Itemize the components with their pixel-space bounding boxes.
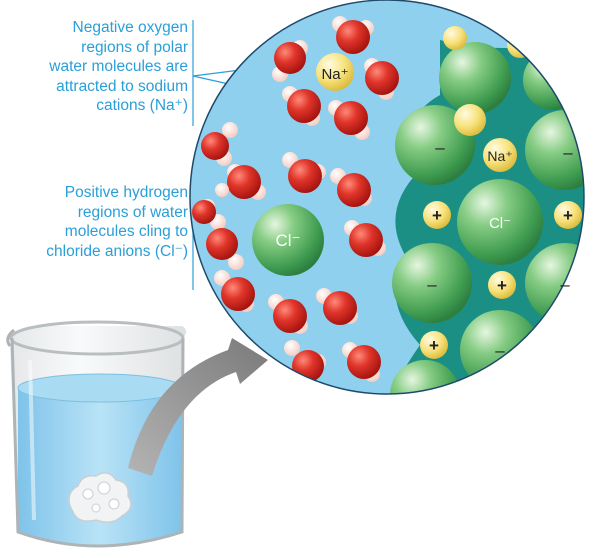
label-minus: – (560, 275, 570, 294)
label-plus: + (497, 276, 507, 295)
label-plus: + (432, 206, 442, 225)
callout-line: Positive hydrogen (64, 184, 188, 201)
crystal-lattice (380, 26, 584, 394)
label-minus: – (435, 138, 445, 157)
beaker (6, 320, 186, 548)
callout-line: regions of water (77, 203, 188, 221)
callout-line: water molecules are (49, 58, 188, 75)
label-minus: – (495, 341, 505, 360)
label-plus: + (563, 206, 573, 225)
ion-labels: Na⁺ Cl⁻ Na⁺ Cl⁻ + + + + – – – – – (275, 66, 573, 360)
water-molecule (344, 220, 386, 257)
callout-line: cations (Na⁺) (96, 97, 188, 114)
water-molecule (316, 288, 358, 325)
sodium-ion (554, 201, 582, 229)
water-molecule (328, 100, 370, 140)
water-molecule (192, 183, 229, 224)
chloride-ion (457, 179, 543, 265)
water-molecule (268, 294, 308, 334)
chloride-ion (392, 243, 472, 323)
water-molecules (192, 16, 399, 382)
label-plus: + (429, 336, 439, 355)
callout-line: Negative oxygen (72, 19, 188, 36)
sodium-ion (507, 32, 533, 58)
water-molecule (201, 122, 238, 166)
water-molecule (227, 164, 266, 200)
label-sodium-free: Na⁺ (321, 66, 348, 83)
sodium-ion (483, 138, 517, 172)
magnified-view (189, 0, 585, 395)
magnify-arrow (128, 338, 268, 476)
chloride-ion (525, 110, 584, 190)
chloride-ion (390, 360, 460, 394)
water-molecule (282, 86, 321, 126)
water-molecule (214, 270, 255, 312)
label-minus: – (427, 275, 437, 294)
sodium-ion (443, 26, 467, 50)
water-molecule (364, 58, 399, 100)
water-molecule (342, 342, 381, 382)
water-molecule (272, 40, 308, 82)
callout-line: molecules cling to (64, 223, 188, 240)
chloride-ion (439, 42, 511, 114)
label-chloride-free: Cl⁻ (275, 231, 300, 250)
label-chloride-lattice: Cl⁻ (489, 215, 511, 232)
callout-line: chloride anions (Cl⁻) (46, 242, 188, 260)
label-sodium-lattice: Na⁺ (487, 148, 512, 164)
callout-line: attracted to sodium (56, 77, 188, 95)
beaker-water (18, 388, 182, 546)
beaker-spout (6, 328, 15, 347)
callout-hydrogen-text: Positive hydrogen regions of water molec… (46, 183, 188, 261)
salt-crystal (68, 472, 132, 523)
sodium-ion (454, 104, 486, 136)
magnifier-outline (189, 0, 585, 395)
chloride-ion (523, 50, 583, 110)
callout-line: regions of polar (81, 38, 188, 56)
free-chloride-ion (252, 204, 324, 276)
sodium-ion (420, 331, 448, 359)
free-sodium-ion (316, 53, 354, 91)
callout-oxygen-text: Negative oxygen regions of polar water m… (49, 18, 188, 116)
label-minus: – (563, 143, 573, 162)
sodium-ion (488, 271, 516, 299)
sodium-ion (423, 201, 451, 229)
water-molecule (282, 152, 326, 193)
water-molecule (330, 168, 372, 207)
water-molecule (332, 16, 374, 54)
